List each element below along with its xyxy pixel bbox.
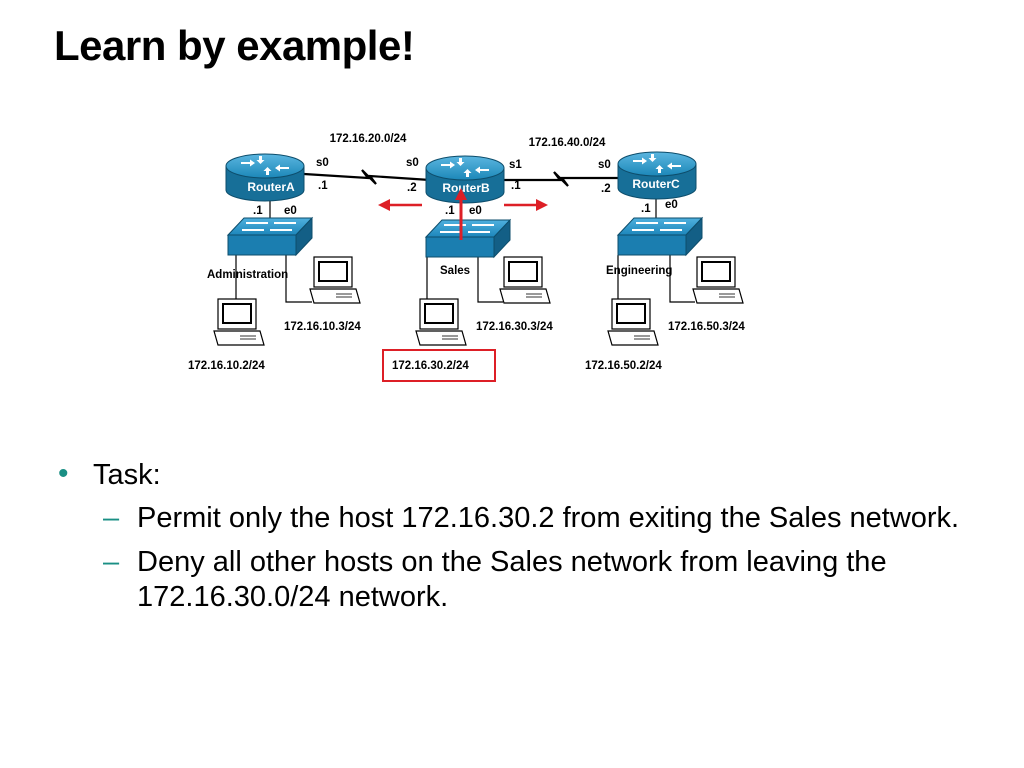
pc-sales-3-icon — [499, 256, 551, 304]
router-b-icon — [425, 155, 505, 204]
router-a-serial-label: s0 — [316, 157, 329, 169]
pc-sales-2-icon — [415, 298, 467, 346]
host-admin-3-ip: 172.16.10.3/24 — [284, 321, 361, 333]
dash-icon: – — [103, 502, 120, 534]
router-a-serial-ip: .1 — [318, 180, 328, 192]
host-sales-3-ip: 172.16.30.3/24 — [476, 321, 553, 333]
task-heading-item: • Task: — [58, 457, 988, 493]
lan-engineering-label: Engineering — [606, 265, 672, 277]
task-item-text: Deny all other hosts on the Sales networ… — [137, 546, 887, 613]
host-admin-2-ip: 172.16.10.2/24 — [188, 360, 265, 372]
wan-network-bc-label: 172.16.40.0/24 — [529, 137, 606, 149]
router-c-serial-ip: .2 — [601, 183, 611, 195]
router-b-label: RouterB — [442, 181, 490, 195]
lan-admin-label: Administration — [207, 269, 288, 281]
network-diagram: RouterA RouterB RouterC 172.16.20.0/24 1… — [188, 133, 745, 382]
pc-admin-2-icon — [213, 298, 265, 346]
task-item-text: Permit only the host 172.16.30.2 from ex… — [137, 502, 960, 534]
task-item: – Permit only the host 172.16.30.2 from … — [58, 501, 988, 536]
wan-network-ab-label: 172.16.20.0/24 — [330, 133, 407, 145]
pc-engineering-3-icon — [692, 256, 744, 304]
router-b-serial1-label: s1 — [509, 159, 522, 171]
router-b-lan-ip: .1 — [445, 205, 455, 217]
host-engineering-3-ip: 172.16.50.3/24 — [668, 321, 745, 333]
host-engineering-2-ip: 172.16.50.2/24 — [585, 360, 662, 372]
slide-title: Learn by example! — [54, 22, 415, 69]
router-c-label: RouterC — [632, 177, 680, 191]
switch-engineering-icon — [617, 217, 703, 256]
lan-sales-label: Sales — [440, 265, 470, 277]
allowed-host-highlight — [382, 349, 496, 382]
dash-icon: – — [103, 546, 120, 578]
bullet-icon: • — [58, 457, 69, 490]
router-c-serial-label: s0 — [598, 159, 611, 171]
host-sales-2-ip: 172.16.30.2/24 — [392, 360, 469, 372]
traffic-arrows — [378, 188, 548, 240]
router-c-lan-ip: .1 — [641, 203, 651, 215]
pc-engineering-2-icon — [607, 298, 659, 346]
router-a-label: RouterA — [247, 180, 295, 194]
router-c-icon — [617, 151, 697, 200]
wan-link-b-c — [498, 171, 624, 187]
wan-link-a-b — [303, 169, 431, 185]
router-c-lan-if: e0 — [665, 199, 678, 211]
router-a-lan-ip: .1 — [253, 205, 263, 217]
router-b-serial0-ip: .2 — [407, 182, 417, 194]
task-list: • Task: – Permit only the host 172.16.30… — [58, 457, 988, 624]
router-a-lan-if: e0 — [284, 205, 297, 217]
switch-sales-icon — [425, 219, 511, 258]
router-b-serial1-ip: .1 — [511, 180, 521, 192]
task-heading: Task: — [93, 459, 161, 491]
task-item: – Deny all other hosts on the Sales netw… — [58, 545, 988, 615]
router-b-serial0-label: s0 — [406, 157, 419, 169]
host-links — [235, 255, 695, 305]
router-b-lan-if: e0 — [469, 205, 482, 217]
switch-admin-icon — [227, 217, 313, 256]
pc-admin-3-icon — [309, 256, 361, 304]
